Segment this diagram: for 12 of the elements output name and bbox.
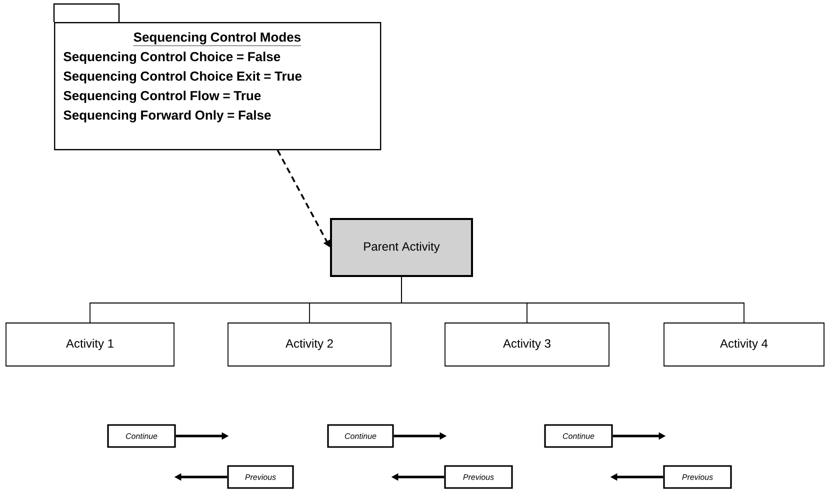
button-box: Previous	[663, 465, 732, 489]
button-box: Continue	[107, 424, 176, 448]
activity-box: Activity 2	[228, 322, 392, 366]
button-box: Previous	[227, 465, 294, 489]
button-box: Previous	[444, 465, 513, 489]
parent-activity-box: Parent Activity	[330, 218, 473, 277]
activity-box: Activity 1	[6, 322, 174, 366]
activity-box: Activity 4	[664, 322, 824, 366]
package-box: Sequencing Control Modes Sequencing Control Choice = False Sequencing Control Choice Exit = True Sequencing Control Flow = True Sequencing Forward Only = False	[54, 22, 382, 150]
button-box: Continue	[544, 424, 613, 448]
activity-box: Activity 3	[444, 322, 610, 366]
button-box: Continue	[327, 424, 394, 448]
